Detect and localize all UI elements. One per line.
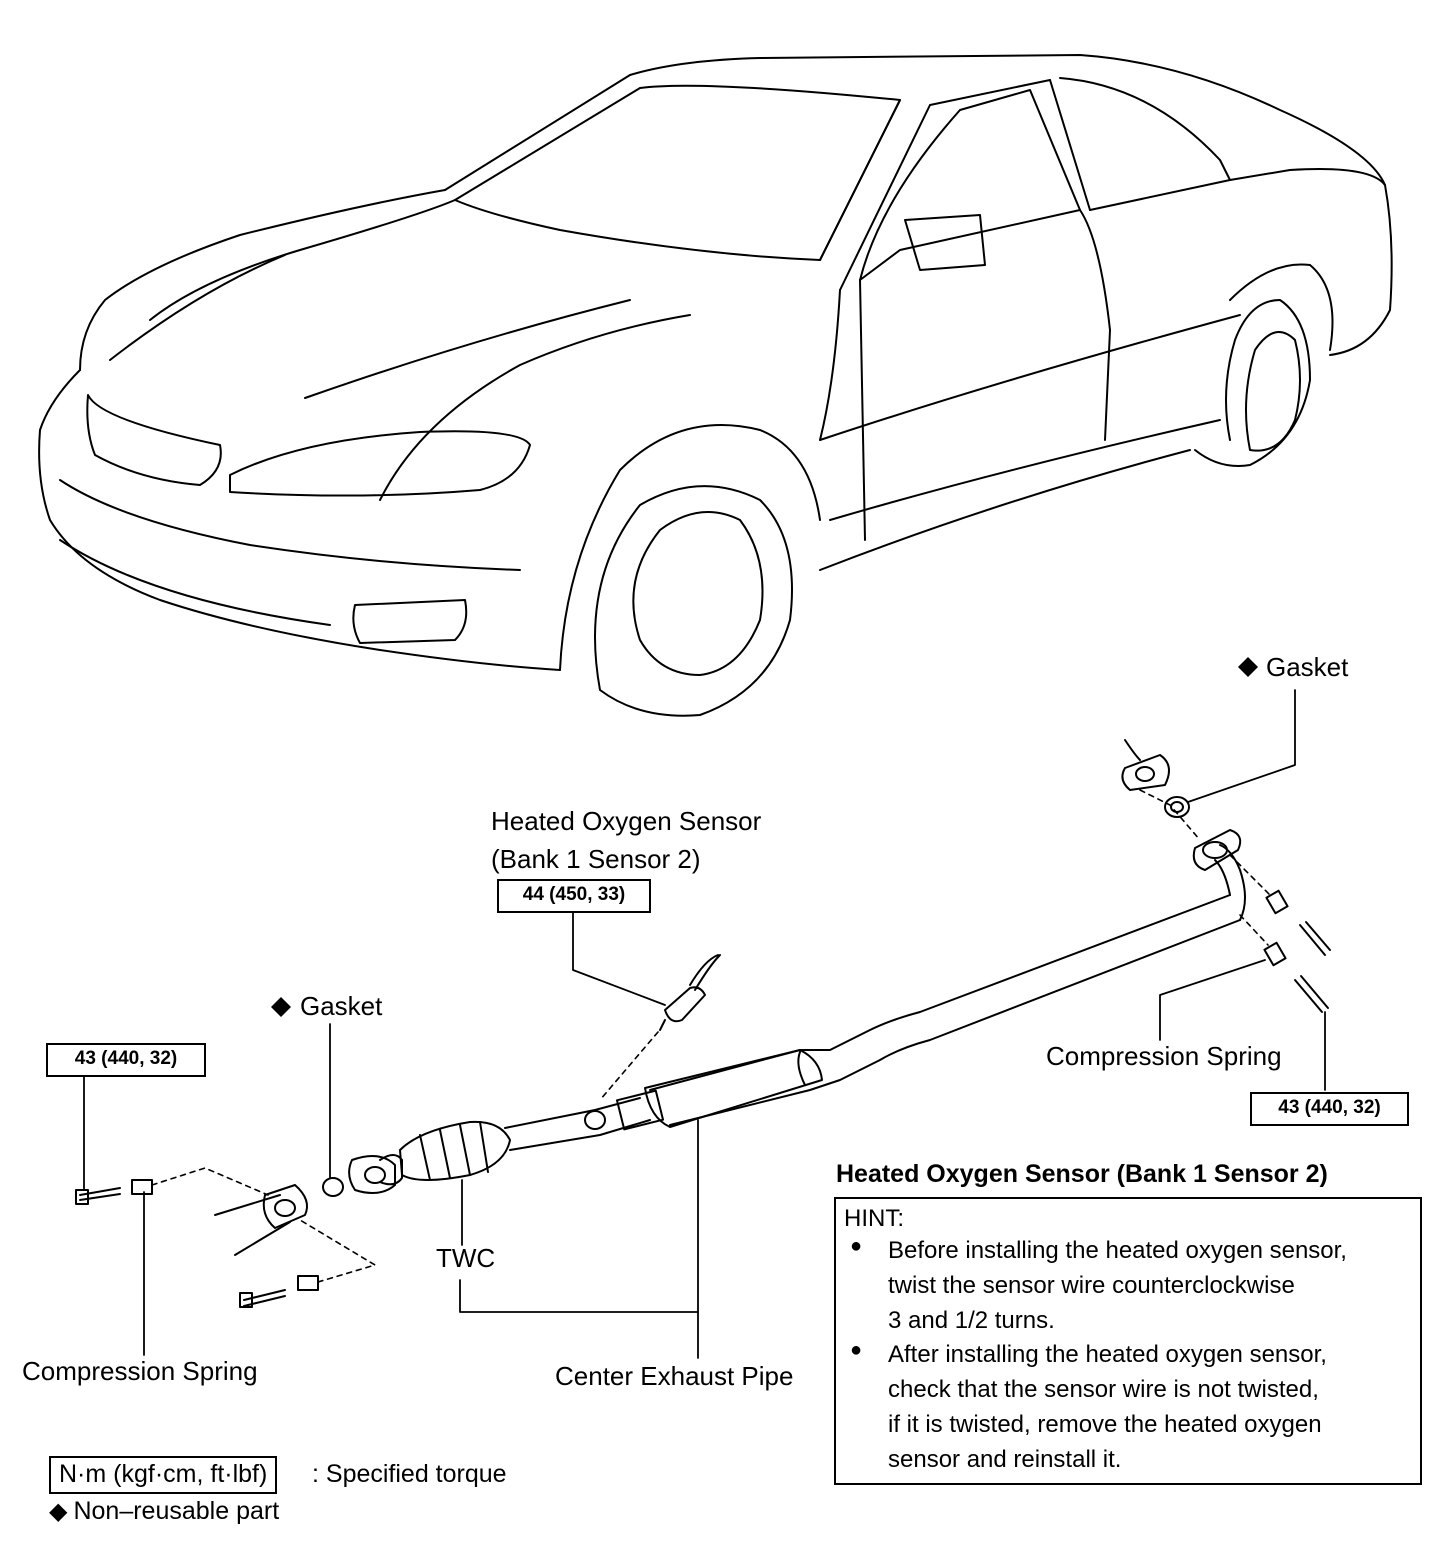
hint-line: Before installing the heated oxygen sens… (888, 1237, 1347, 1264)
legend-nonreusable-desc: Non–reusable part (73, 1497, 280, 1525)
car-illustration (38, 54, 1393, 717)
legend-torque-desc: : Specified torque (312, 1460, 507, 1488)
hint-label: HINT: (844, 1205, 904, 1232)
legend-nonreusable: ◆Non–reusable part (49, 1499, 279, 1524)
hint-line: if it is twisted, remove the heated oxyg… (888, 1411, 1322, 1438)
hint-line: sensor and reinstall it. (888, 1446, 1122, 1473)
leader-lines (83, 689, 1326, 1359)
legend-torque-unit-box: N·m (kgf·cm, ft·lbf) (49, 1456, 278, 1494)
diamond-symbols (271, 657, 1258, 1017)
exhaust-assembly (75, 739, 1331, 1308)
hint-section-title: Heated Oxygen Sensor (Bank 1 Sensor 2) (836, 1160, 1328, 1188)
sensor-label-line2: (Bank 1 Sensor 2) (491, 844, 701, 874)
hint-line: After installing the heated oxygen senso… (888, 1341, 1327, 1368)
bullet-icon: ● (850, 1235, 863, 1257)
assembly-guide-lines (151, 789, 1271, 1283)
hint-box: HINT: ● Before installing the heated oxy… (834, 1197, 1422, 1485)
hint-line: check that the sensor wire is not twiste… (888, 1376, 1319, 1403)
bullet-icon: ● (850, 1339, 863, 1361)
center-exhaust-pipe-label: Center Exhaust Pipe (555, 1361, 794, 1391)
torque-box-right-bolts: 43 (440, 32) (1250, 1092, 1409, 1126)
compression-spring-label-left: Compression Spring (22, 1356, 258, 1386)
hint-item: ● Before installing the heated oxygen se… (850, 1233, 1414, 1341)
gasket-label-rear: Gasket (1266, 652, 1349, 682)
torque-box-sensor: 44 (450, 33) (497, 879, 651, 913)
twc-label: TWC (436, 1243, 496, 1273)
gasket-label-front: Gasket (300, 991, 383, 1021)
sensor-label-line1: Heated Oxygen Sensor (491, 806, 762, 836)
torque-box-left-bolts: 43 (440, 32) (46, 1043, 206, 1077)
hint-item: ● After installing the heated oxygen sen… (850, 1337, 1414, 1479)
hint-line: twist the sensor wire counterclockwise (888, 1272, 1295, 1299)
compression-spring-label-right: Compression Spring (1046, 1041, 1282, 1071)
hint-line: 3 and 1/2 turns. (888, 1307, 1055, 1334)
diamond-icon: ◆ (49, 1498, 68, 1525)
